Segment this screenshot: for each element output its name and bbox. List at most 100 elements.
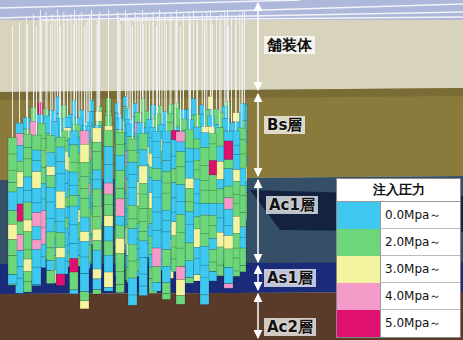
column-segment	[105, 240, 112, 254]
column-segment	[8, 154, 17, 170]
column-segment	[224, 186, 233, 198]
injection-pipe	[71, 14, 72, 114]
column-segment	[167, 113, 174, 122]
column-segment	[93, 189, 102, 206]
column-segment	[152, 212, 161, 231]
column-segment	[200, 132, 209, 147]
column-segment	[200, 277, 209, 295]
dimension-arrow	[257, 3, 259, 90]
column-segment	[176, 232, 185, 248]
column-segment	[93, 207, 102, 217]
column-segment	[93, 269, 102, 279]
column-segment	[46, 232, 55, 248]
injection-pipe	[239, 14, 240, 113]
legend-swatch	[337, 229, 381, 256]
injection-pipe	[235, 24, 236, 131]
column-segment	[8, 192, 17, 210]
column-segment	[93, 179, 102, 189]
column-segment	[162, 232, 171, 250]
column-segment	[70, 290, 79, 294]
column-segment	[128, 205, 137, 219]
column-segment	[224, 225, 233, 235]
column-segment	[116, 199, 125, 216]
legend-title: 注入圧力	[373, 182, 425, 197]
column-segment	[116, 145, 125, 156]
legend-text: 0.0Mpa～	[381, 207, 441, 224]
column-segment	[56, 258, 65, 274]
column-segment	[200, 190, 209, 203]
column-segment	[176, 201, 185, 214]
injection-pipe	[226, 20, 227, 118]
column-segment	[139, 209, 148, 222]
dimension-arrow	[257, 94, 259, 176]
column-segment	[23, 202, 32, 220]
column-segment	[80, 188, 89, 198]
column-segment	[185, 148, 194, 162]
injection-pipe	[231, 18, 232, 123]
column-segment	[56, 162, 65, 174]
column-segment	[116, 216, 125, 225]
column-segment	[224, 141, 233, 160]
column-segment	[208, 239, 217, 250]
injection-pipe	[125, 10, 126, 97]
column-segment	[139, 166, 148, 183]
column-segment	[208, 160, 217, 174]
column-segment	[224, 267, 233, 283]
column-segment	[208, 144, 217, 160]
column-segment	[176, 279, 185, 295]
column-segment	[208, 249, 217, 262]
injection-pipe	[202, 14, 203, 105]
column-segment	[80, 242, 89, 258]
column-segment	[46, 135, 55, 152]
injection-pipe	[149, 18, 150, 119]
injection-pipe	[50, 24, 51, 135]
legend-row: 3.0Mpa～	[337, 256, 460, 283]
injection-pipe	[137, 16, 138, 113]
column-segment	[70, 172, 79, 185]
column-segment	[80, 131, 89, 145]
column-segment	[116, 155, 125, 171]
column-segment	[200, 148, 209, 166]
legend-row: 0.0Mpa～	[337, 202, 460, 229]
column-segment	[128, 175, 137, 188]
legend-swatch	[337, 202, 381, 229]
injection-pipe	[146, 14, 147, 111]
legend-box: 注入圧力0.0Mpa～2.0Mpa～3.0Mpa～4.0Mpa～5.0Mpa～	[336, 178, 461, 338]
column-segment	[200, 203, 209, 215]
column-segment	[116, 254, 125, 272]
column-segment	[139, 286, 148, 295]
dimension-arrow	[257, 294, 259, 338]
column-segment	[208, 190, 217, 203]
column-segment	[8, 256, 17, 275]
column-segment	[185, 202, 194, 212]
column-segment	[93, 240, 102, 250]
column-segment	[32, 150, 41, 160]
column-segment	[162, 172, 171, 184]
injection-pipe	[161, 20, 162, 125]
column-segment	[23, 190, 32, 202]
column-segment	[200, 180, 209, 190]
legend-row: 2.0Mpa～	[337, 229, 460, 256]
column-segment	[128, 150, 137, 162]
injection-pipe	[36, 26, 37, 135]
column-segment	[152, 141, 161, 157]
column-segment	[115, 118, 123, 130]
injection-pipe	[47, 18, 48, 116]
injection-pipe	[33, 20, 34, 121]
legend-swatch	[337, 283, 381, 310]
column-segment	[80, 232, 89, 242]
column-segment	[224, 236, 233, 249]
injection-pipe	[177, 16, 178, 109]
injection-pipe	[132, 26, 133, 139]
column-segment	[162, 183, 171, 193]
injection-pipe	[197, 22, 198, 127]
column-segment	[208, 133, 217, 144]
injection-pipe	[180, 26, 181, 132]
column-segment	[128, 244, 137, 261]
column-segment	[139, 134, 148, 150]
column-segment	[80, 176, 89, 188]
injection-pipe	[140, 20, 141, 123]
column-segment	[194, 114, 201, 127]
injection-pipe	[175, 22, 176, 130]
